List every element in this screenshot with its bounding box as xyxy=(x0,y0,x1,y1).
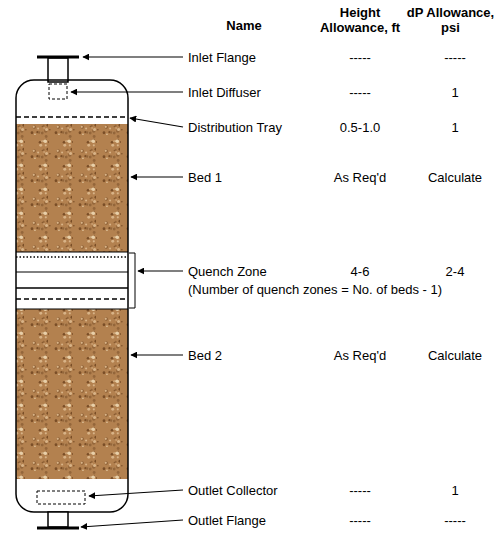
part-name: Bed 2 xyxy=(188,348,222,363)
leader-arrows xyxy=(71,57,183,527)
outlet-pipe xyxy=(48,512,68,527)
quench-bracket xyxy=(129,253,135,308)
vessel-shell xyxy=(16,80,128,512)
table-cell: 4-6 xyxy=(351,264,370,279)
quench-tray xyxy=(16,287,128,289)
table-cell: As Req'd xyxy=(334,348,386,363)
table-cell: ----- xyxy=(349,85,371,100)
note: (Number of quench zones = No. of beds - … xyxy=(188,282,442,297)
table-cell: Calculate xyxy=(428,170,482,185)
inlet-flange xyxy=(37,56,79,59)
table-cell: 1 xyxy=(451,120,458,135)
outlet-collector xyxy=(37,491,85,504)
catalyst-bed xyxy=(16,309,128,479)
inlet-pipe xyxy=(48,58,68,82)
table-cell: ----- xyxy=(349,50,371,65)
column-header: Height Allowance, ft xyxy=(313,5,408,35)
quench-tray xyxy=(16,272,128,273)
leader-arrow xyxy=(131,354,183,355)
leader-arrow xyxy=(130,118,183,127)
leader-arrow xyxy=(131,176,183,177)
table-cell: 1 xyxy=(451,483,458,498)
table-cell: ----- xyxy=(444,50,466,65)
table-cell: Calculate xyxy=(428,348,482,363)
part-name: Bed 1 xyxy=(188,170,222,185)
table-cell: ----- xyxy=(444,513,466,528)
part-name: Outlet Flange xyxy=(188,513,266,528)
part-name: Outlet Collector xyxy=(188,483,278,498)
part-name: Distribution Tray xyxy=(188,120,282,135)
table-cell: ----- xyxy=(349,513,371,528)
part-name: Quench Zone xyxy=(188,264,267,279)
inlet-diffuser xyxy=(49,84,67,99)
table-cell: 0.5-1.0 xyxy=(340,120,380,135)
catalyst-bed xyxy=(16,124,128,252)
part-name: Inlet Diffuser xyxy=(188,85,261,100)
bed-edge xyxy=(16,309,128,310)
table-cell: ----- xyxy=(349,483,371,498)
leader-arrow xyxy=(89,490,183,496)
column-header: dP Allowance, psi xyxy=(403,5,498,35)
table-cell: 2-4 xyxy=(446,264,465,279)
leader-arrow xyxy=(71,91,183,92)
column-header: Name xyxy=(226,18,261,33)
distribution-tray xyxy=(16,116,128,118)
quench-tray xyxy=(16,298,128,300)
bed-edge xyxy=(16,252,128,253)
quench-tray xyxy=(16,256,128,258)
outlet-flange xyxy=(37,527,79,530)
table-cell: As Req'd xyxy=(334,170,386,185)
part-name: Inlet Flange xyxy=(188,50,256,65)
leader-arrow xyxy=(83,56,183,57)
leader-arrow xyxy=(81,520,183,527)
leader-arrow xyxy=(138,270,183,271)
table-cell: 1 xyxy=(451,85,458,100)
